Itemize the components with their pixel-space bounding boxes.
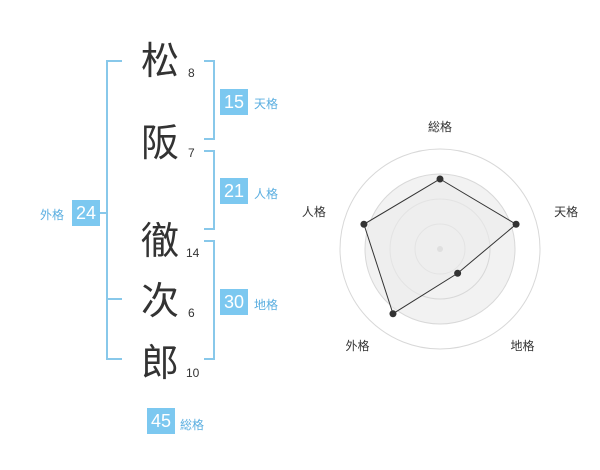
radar-axis-label-4: 外格 <box>345 338 369 353</box>
radar-axis-label-1: 総格 <box>428 119 452 134</box>
name-char-5: 郎 <box>141 341 180 385</box>
gaikaku-label: 外格 <box>40 208 65 222</box>
radar-axis-label-3: 地格 <box>511 338 535 353</box>
radar-point-3 <box>454 269 462 277</box>
radar-axis-label-2: 天格 <box>554 204 578 219</box>
radar-point-4 <box>389 310 397 318</box>
chikaku-value: 30 <box>220 289 248 315</box>
jinkaku-label: 人格 <box>254 187 279 201</box>
soukaku-value: 45 <box>147 408 175 434</box>
name-char-1: 松 <box>141 39 180 83</box>
jinkaku-value: 21 <box>220 178 248 204</box>
tenkaku-value: 15 <box>220 89 248 115</box>
radar-polygon <box>363 178 517 315</box>
soukaku-label: 総格 <box>180 418 205 432</box>
stroke-count-5: 10 <box>186 366 200 380</box>
radar-point-5 <box>360 220 368 228</box>
name-char-2: 阪 <box>141 121 180 165</box>
gaikaku-value: 24 <box>72 200 100 226</box>
radar-point-2 <box>512 220 520 228</box>
name-char-3: 徹 <box>141 219 180 263</box>
stroke-count-3: 14 <box>186 246 200 260</box>
stroke-count-1: 8 <box>188 66 195 80</box>
radar-axis-label-5: 人格 <box>302 204 326 219</box>
tenkaku-label: 天格 <box>254 97 279 111</box>
radar-point-1 <box>436 175 444 183</box>
stroke-count-2: 7 <box>188 146 195 160</box>
name-char-4: 次 <box>141 279 180 323</box>
stroke-count-4: 6 <box>188 306 195 320</box>
chikaku-label: 地格 <box>254 298 279 312</box>
